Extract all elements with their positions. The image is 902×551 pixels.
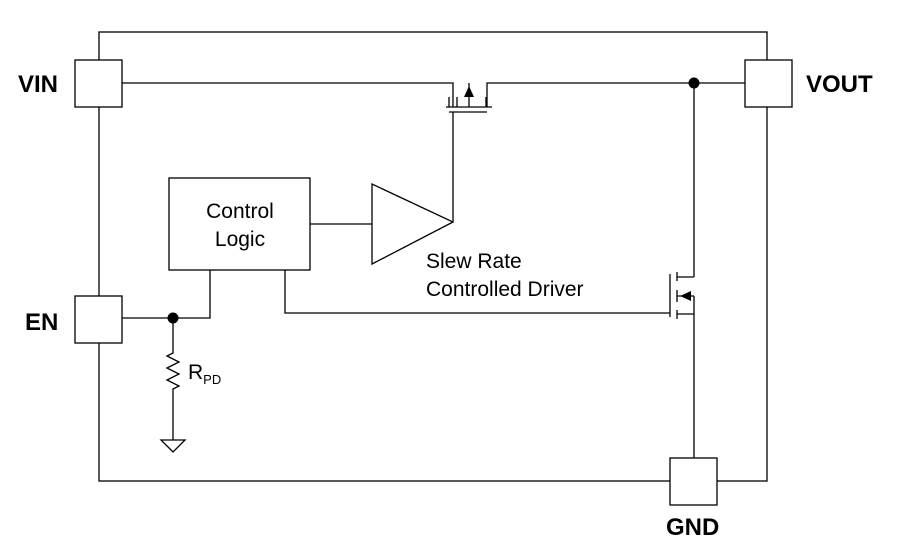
en-pin [74,295,123,344]
control-logic-block [168,177,311,271]
logic-to-nmos-wire [284,270,670,314]
ground-symbol-icon [159,439,187,453]
resistor-label-subscript: PD [203,372,221,387]
pulldown-resistor [165,318,181,440]
driver-label-line2: Controlled Driver [426,278,584,301]
control-logic-label-line1: Control [206,200,274,223]
en-wire [122,270,211,319]
vout-wire [486,82,745,107]
vin-label: VIN [18,71,58,98]
driver-label-line1: Slew Rate [426,250,522,273]
nmos-arrow-icon [680,291,691,301]
resistor-label-name: R [188,361,203,384]
vout-pin [744,59,793,108]
nmos-discharge-transistor [669,272,694,319]
control-logic-label-line2: Logic [215,228,265,251]
pmos-pass-transistor [446,83,492,222]
vout-junction-dot [688,77,700,89]
device-outline [98,31,768,482]
vin-pin [74,59,123,108]
vin-wire [122,82,454,107]
gnd-pin [669,457,718,506]
pmos-arrow-icon [464,86,474,97]
en-label: EN [25,309,58,336]
vout-label: VOUT [806,71,873,98]
resistor-label: RPD [188,361,221,387]
gnd-label: GND [666,514,719,541]
